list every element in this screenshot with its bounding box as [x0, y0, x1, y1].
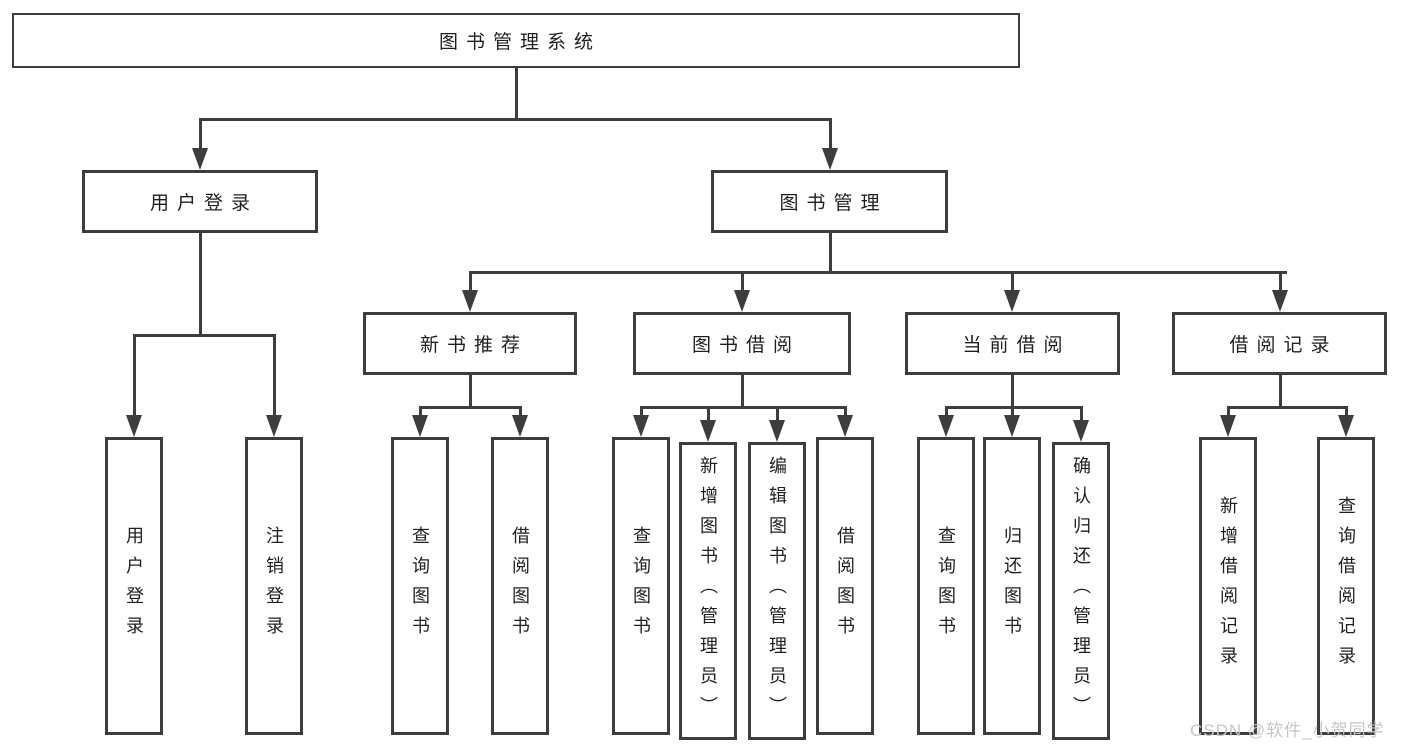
leaf-borrow-borrow: 借阅图书 — [816, 437, 874, 735]
arrow-down-icon — [1220, 415, 1236, 437]
arrow-shaft — [1010, 272, 1014, 292]
arrow-shaft — [944, 407, 948, 417]
arrow-down-icon — [192, 148, 208, 170]
arrow-shaft — [828, 119, 832, 150]
arrow-shaft — [1344, 407, 1348, 417]
arrow-shaft — [272, 335, 276, 417]
arrow-down-icon — [1004, 415, 1020, 437]
leaf-label: 编辑图书（管理员） — [767, 456, 787, 726]
arrow-down-icon — [1272, 290, 1288, 312]
leaf-logout: 注销登录 — [245, 437, 303, 735]
leaf-current-return: 归还图书 — [983, 437, 1041, 735]
node-book-borrow: 图书借阅 — [633, 312, 851, 375]
arrow-shaft — [1010, 407, 1014, 417]
connector-line — [132, 333, 276, 337]
node-new-book-recommend: 新书推荐 — [363, 312, 577, 375]
leaf-borrow-edit-admin: 编辑图书（管理员） — [748, 442, 806, 740]
connector-line — [468, 270, 1287, 274]
arrow-shaft — [132, 335, 136, 417]
leaf-current-query: 查询图书 — [917, 437, 975, 735]
leaf-label: 查询图书 — [410, 526, 430, 646]
arrow-shaft — [775, 407, 779, 422]
arrow-shaft — [1278, 272, 1282, 292]
connector-line — [828, 233, 832, 274]
node-borrow-records: 借阅记录 — [1172, 312, 1387, 375]
arrow-shaft — [706, 407, 710, 422]
arrow-shaft — [740, 272, 744, 292]
connector-line — [740, 375, 744, 409]
leaf-newbook-borrow: 借阅图书 — [491, 437, 549, 735]
arrow-shaft — [1226, 407, 1230, 417]
arrow-down-icon — [1073, 420, 1089, 442]
node-book-management: 图书管理 — [711, 170, 948, 233]
arrow-shaft — [198, 119, 202, 150]
arrow-shaft — [1079, 407, 1083, 422]
arrow-down-icon — [734, 290, 750, 312]
leaf-records-query: 查询借阅记录 — [1317, 437, 1375, 735]
arrow-down-icon — [1338, 415, 1354, 437]
connector-line — [198, 233, 202, 337]
connector-line — [1226, 405, 1348, 409]
leaf-label: 查询图书 — [631, 526, 651, 646]
node-root-system: 图书管理系统 — [12, 13, 1020, 68]
arrow-down-icon — [837, 415, 853, 437]
leaf-label: 确认归还（管理员） — [1071, 456, 1091, 726]
arrow-down-icon — [1004, 290, 1020, 312]
leaf-label: 查询借阅记录 — [1336, 496, 1356, 676]
leaf-label: 查询图书 — [936, 526, 956, 646]
arrow-shaft — [639, 407, 643, 417]
leaf-label: 用户登录 — [124, 526, 144, 646]
arrow-down-icon — [126, 415, 142, 437]
arrow-down-icon — [412, 415, 428, 437]
arrow-shaft — [468, 272, 472, 292]
leaf-borrow-query: 查询图书 — [612, 437, 670, 735]
connector-line — [198, 117, 832, 121]
arrow-shaft — [518, 407, 522, 417]
leaf-records-add: 新增借阅记录 — [1199, 437, 1257, 735]
connector-line — [418, 405, 522, 409]
arrow-down-icon — [633, 415, 649, 437]
node-user-login: 用户登录 — [82, 170, 318, 233]
arrow-down-icon — [700, 420, 716, 442]
leaf-user-login: 用户登录 — [105, 437, 163, 735]
leaf-label: 借阅图书 — [510, 526, 530, 646]
arrow-down-icon — [512, 415, 528, 437]
leaf-label: 新增借阅记录 — [1218, 496, 1238, 676]
arrow-down-icon — [769, 420, 785, 442]
leaf-label: 注销登录 — [264, 526, 284, 646]
leaf-newbook-query: 查询图书 — [391, 437, 449, 735]
arrow-down-icon — [266, 415, 282, 437]
leaf-current-confirm-admin: 确认归还（管理员） — [1052, 442, 1110, 740]
connector-line — [468, 375, 472, 409]
connector-line — [1278, 375, 1282, 409]
arrow-shaft — [418, 407, 422, 417]
node-current-borrow: 当前借阅 — [905, 312, 1120, 375]
connector-line — [639, 405, 847, 409]
leaf-label: 归还图书 — [1002, 526, 1022, 646]
leaf-borrow-add-admin: 新增图书（管理员） — [679, 442, 737, 740]
arrow-down-icon — [938, 415, 954, 437]
csdn-watermark: CSDN @软件_小贺同学 — [1190, 721, 1385, 740]
leaf-label: 新增图书（管理员） — [698, 456, 718, 726]
leaf-label: 借阅图书 — [835, 526, 855, 646]
connector-line — [514, 68, 518, 120]
arrow-down-icon — [462, 290, 478, 312]
connector-line — [1010, 375, 1014, 409]
arrow-shaft — [843, 407, 847, 417]
connector-line — [944, 405, 1083, 409]
arrow-down-icon — [822, 148, 838, 170]
